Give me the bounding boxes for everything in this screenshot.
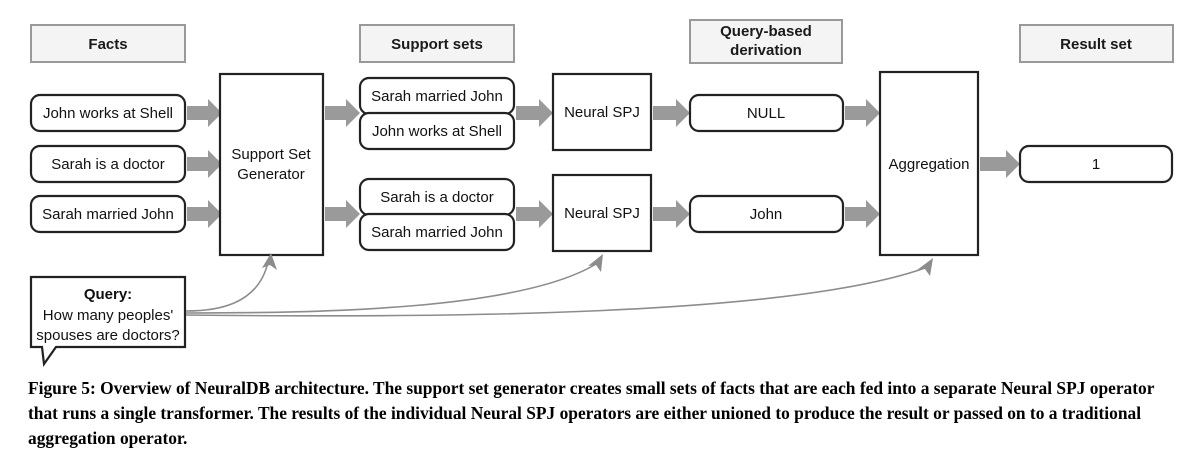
support-set-generator-box: [218, 72, 325, 257]
facts-header-box: [30, 24, 186, 63]
arrow-supportset1-to-neuralspj-1: [516, 99, 553, 127]
arrow-supportset2-to-neuralspj-2: [516, 200, 553, 228]
derivation-box-2: [688, 194, 845, 234]
query-callout-line2: spouses are doctors?: [36, 327, 179, 344]
aggregation-label: Aggregation: [889, 156, 970, 173]
query-callout: Query: How many peoples' spouses are doc…: [29, 275, 187, 367]
fact-label-3: Sarah married John: [42, 206, 174, 223]
column-header-facts: Facts: [30, 24, 186, 63]
neural-spj-box-1: [551, 72, 653, 152]
support-set-1-row-2-label: John works at Shell: [372, 123, 502, 140]
fact-label-2: Sarah is a doctor: [51, 156, 164, 173]
result-set-header-label: Result set: [1060, 36, 1132, 53]
arrow-derivation2-to-aggregation: [845, 200, 880, 228]
support-set-2-row-2-box: [358, 212, 516, 252]
arrow-neuralspj2-to-derivation-2: [653, 200, 690, 228]
fact-node-3: Sarah married John: [29, 194, 187, 234]
support-set-generator-label-line2: Generator: [237, 166, 305, 183]
arrow-neuralspj1-to-derivation-1: [653, 99, 690, 127]
query-callout-title: Query:: [84, 286, 132, 303]
support-set-2-row-1-label: Sarah is a doctor: [380, 189, 493, 206]
support-sets-header-label: Support sets: [391, 36, 483, 53]
query-to-generator-arrowhead: [262, 253, 277, 270]
fact-node-2: Sarah is a doctor: [29, 144, 187, 184]
query-to-aggregation-arrowhead: [917, 258, 933, 276]
neural-spj-box-2: [551, 173, 653, 253]
column-header-support-sets: Support sets: [359, 24, 515, 63]
support-set-1-row-2-box: [358, 111, 516, 151]
query-to-generator-arrow: [185, 253, 277, 312]
fact-box-2: [29, 144, 187, 184]
derivation-label-1: NULL: [747, 105, 785, 122]
neural-spj-node-2: Neural SPJ: [551, 173, 653, 253]
query-to-neuralspj-arrow: [185, 254, 603, 314]
arrow-fact3-to-generator: [187, 200, 222, 228]
result-node: 1: [1018, 144, 1174, 184]
facts-header-label: Facts: [88, 36, 127, 53]
neural-spj-node-1: Neural SPJ: [551, 72, 653, 152]
column-header-result-set: Result set: [1019, 24, 1174, 63]
aggregation-node: Aggregation: [878, 70, 980, 257]
neuraldb-architecture-diagram: Facts Support sets Query-based derivatio…: [29, 19, 1174, 367]
query-derivation-header-label-line1: Query-based: [720, 23, 812, 40]
arrow-fact1-to-generator: [187, 99, 222, 127]
support-set-2: Sarah is a doctor Sarah married John: [358, 177, 516, 252]
aggregation-box: [878, 70, 980, 257]
query-callout-line1: How many peoples': [43, 307, 174, 324]
column-header-query-derivation: Query-based derivation: [689, 19, 843, 64]
support-set-1: Sarah married John John works at Shell: [358, 76, 516, 151]
query-to-neuralspj-curve: [185, 263, 597, 314]
derivation-node-2: John: [688, 194, 845, 234]
query-callout-shape: [29, 275, 187, 367]
result-label: 1: [1092, 156, 1100, 173]
support-set-2-row-2-label: Sarah married John: [371, 224, 503, 241]
support-sets-header-box: [359, 24, 515, 63]
derivation-label-2: John: [750, 206, 783, 223]
support-set-generator-node: Support Set Generator: [218, 72, 325, 257]
arrow-aggregation-to-result: [980, 150, 1020, 178]
result-set-header-box: [1019, 24, 1174, 63]
query-to-generator-curve: [185, 261, 269, 312]
fact-box-1: [29, 93, 187, 133]
fact-node-1: John works at Shell: [29, 93, 187, 133]
figure-caption: Figure 5: Overview of NeuralDB architect…: [28, 378, 1155, 448]
fact-box-3: [29, 194, 187, 234]
query-to-neuralspj-arrowhead: [588, 254, 603, 272]
derivation-node-1: NULL: [688, 93, 845, 133]
arrow-generator-to-supportset-2: [325, 200, 360, 228]
support-set-generator-label-line1: Support Set: [231, 146, 311, 163]
query-to-aggregation-curve: [185, 267, 926, 317]
neural-spj-label-1: Neural SPJ: [564, 104, 640, 121]
result-box: [1018, 144, 1174, 184]
query-derivation-header-label-line2: derivation: [730, 42, 802, 59]
arrow-derivation1-to-aggregation: [845, 99, 880, 127]
query-derivation-header-box: [689, 19, 843, 64]
query-to-aggregation-arrow: [185, 258, 933, 317]
support-set-1-row-1-label: Sarah married John: [371, 88, 503, 105]
derivation-box-1: [688, 93, 845, 133]
neural-spj-label-2: Neural SPJ: [564, 205, 640, 222]
arrow-fact2-to-generator: [187, 150, 222, 178]
arrow-generator-to-supportset-1: [325, 99, 360, 127]
fact-label-1: John works at Shell: [43, 105, 173, 122]
